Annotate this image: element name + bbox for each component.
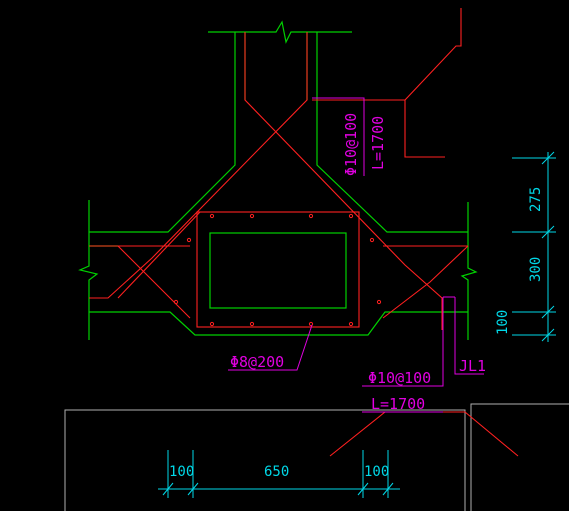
outline-bottom: [89, 311, 468, 336]
lower-rebar-label: Φ10@100: [368, 369, 431, 387]
dim-tick: [162, 482, 174, 496]
dim-bottom-right-label: 100: [364, 464, 389, 480]
lower-frame-right-box: [470, 403, 569, 511]
right-break-line: [460, 202, 478, 340]
dim-right-top-label: 275: [528, 187, 544, 212]
top-rebar-label: Φ10@100: [342, 113, 360, 176]
leader-beam-tag: [454, 297, 484, 375]
rebar-top-right-tail: [404, 8, 462, 101]
dim-tick: [541, 328, 555, 342]
rebar-dot: [369, 237, 375, 243]
dim-bottom-mid-label: 650: [264, 464, 289, 480]
rebar-dot: [249, 321, 255, 327]
dim-tick: [187, 482, 199, 496]
rebar-diagonal-b: [89, 32, 308, 299]
dim-tick: [357, 482, 369, 496]
rebar-dot: [173, 299, 179, 305]
rebar-dot: [209, 213, 215, 219]
top-break-line: [208, 20, 352, 44]
rebar-left-cross: [117, 211, 201, 299]
rebar-dot: [376, 299, 382, 305]
left-break-line: [78, 200, 99, 340]
lower-frame: [64, 403, 569, 511]
annotation-leaders: [228, 97, 484, 413]
rebar-dot: [209, 321, 215, 327]
stirrup-label: Φ8@200: [230, 353, 284, 371]
rebar-dot: [348, 213, 354, 219]
dim-tick: [382, 482, 394, 496]
top-length-label: L=1700: [369, 116, 387, 170]
beam-tag-label: JL1: [459, 357, 486, 375]
rebar-dots: [173, 213, 382, 327]
dim-right-bottom-label: 100: [495, 310, 511, 335]
leader-stirrup: [228, 324, 313, 371]
lower-length-label: L=1700: [371, 395, 425, 413]
lower-frame-left-box: [64, 409, 466, 511]
outline-left-upper: [89, 32, 236, 233]
rebar-right-sweep: [382, 245, 469, 319]
rebar-dot: [308, 321, 314, 327]
stirrup-outer: [196, 211, 360, 328]
dim-tick: [541, 151, 555, 165]
opening-outline: [209, 232, 347, 309]
dimension-lines: [158, 151, 556, 498]
dim-tick: [541, 305, 555, 319]
rebar-dot: [186, 237, 192, 243]
leader-lower-rebar: [362, 297, 444, 387]
dim-bottom-left-label: 100: [169, 464, 194, 480]
dim-right-mid-label: 300: [528, 257, 544, 282]
rebar-diagonal-a: [244, 32, 443, 330]
leader-top-rebar: [312, 97, 365, 176]
rebar-layout: [89, 8, 519, 457]
rebar-top-right-bend: [312, 99, 445, 158]
dim-tick: [541, 225, 555, 239]
rebar-dot: [308, 213, 314, 219]
rebar-dot: [348, 321, 354, 327]
rebar-dot: [249, 213, 255, 219]
